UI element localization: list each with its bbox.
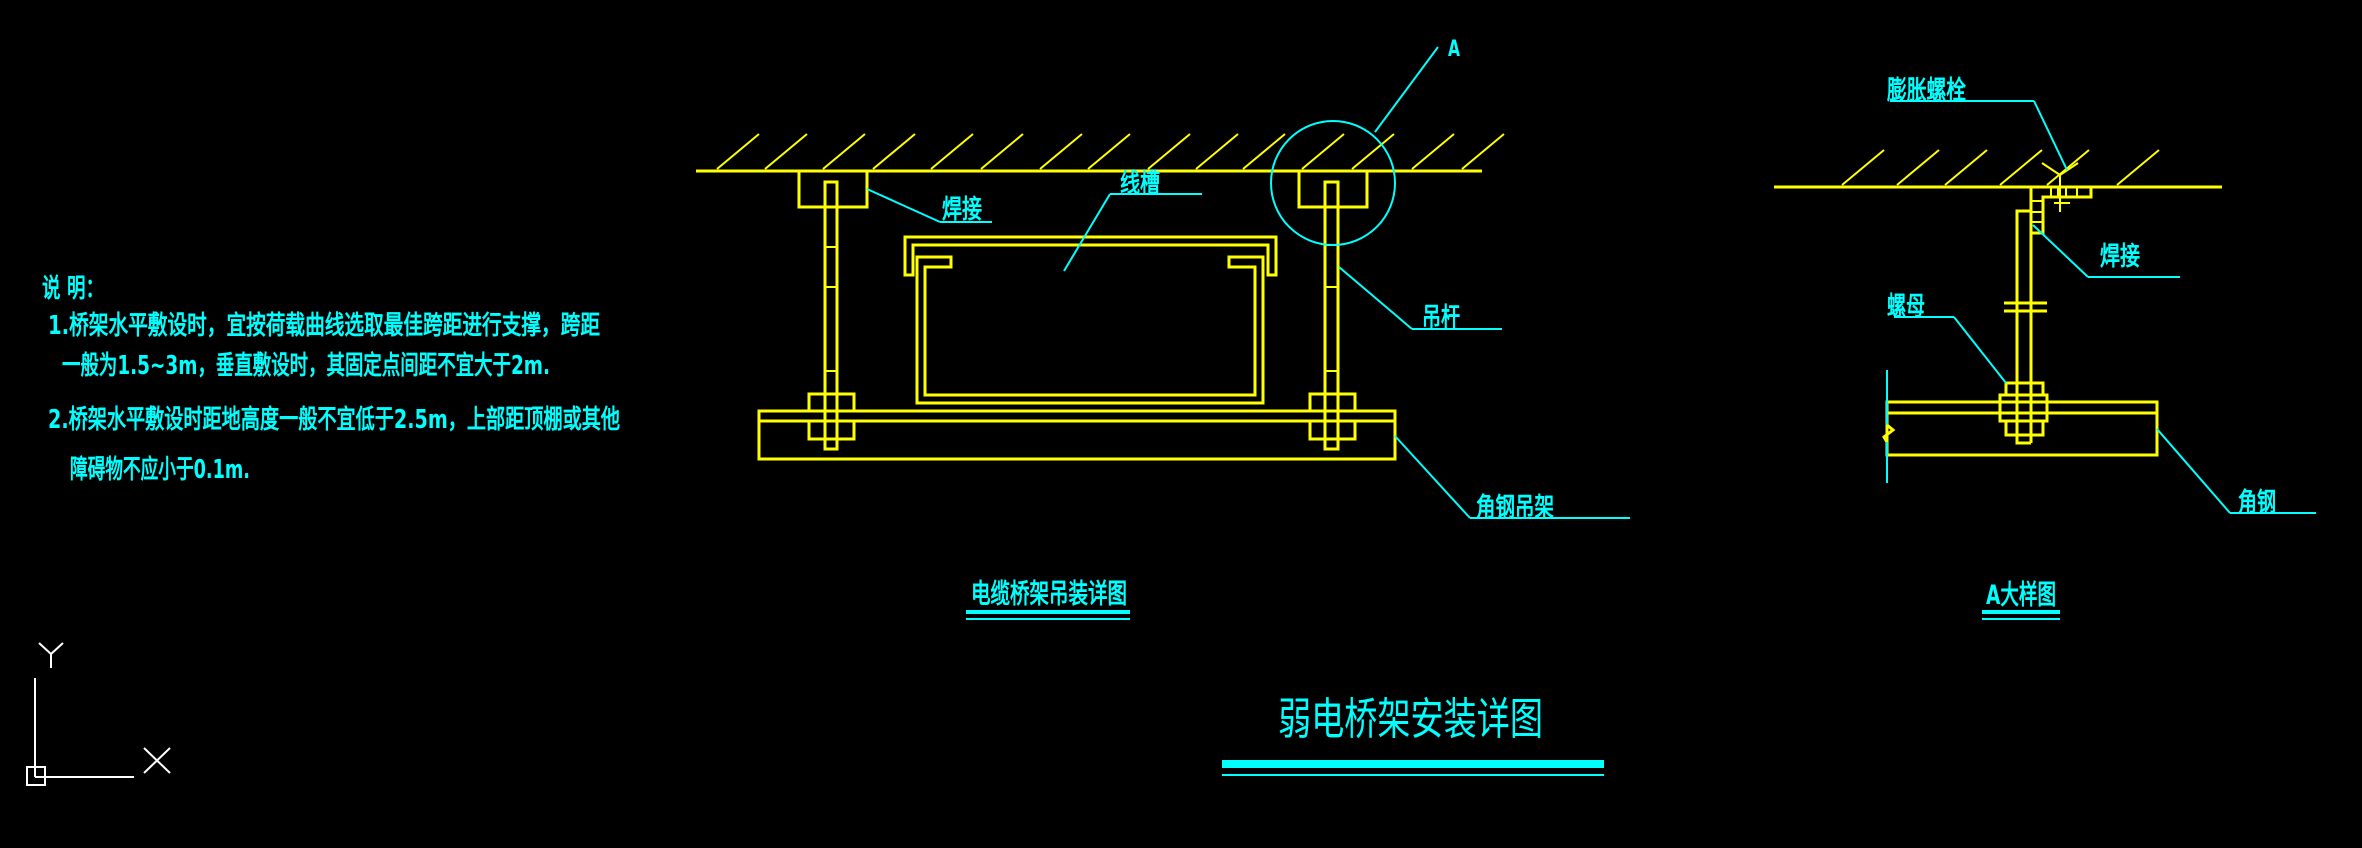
notes-line-3: 2.桥架水平敷设时距地高度一般不宜低于2.5m，上部距顶棚或其他 <box>48 404 620 435</box>
notes-block: 说 明： 1.桥架水平敷设时，宜按荷载曲线选取最佳跨距进行支撑，跨距 一般为1.… <box>42 274 620 485</box>
main-view-title-underline-thin <box>966 618 1130 620</box>
hatch-stroke <box>1461 133 1505 170</box>
right-hanger-rod <box>1323 180 1340 451</box>
ucs-origin-box <box>26 766 46 786</box>
expansion-bolt <box>2041 162 2079 212</box>
ucs-y-glyph <box>38 642 52 655</box>
detail-a-marker[interactable]: A <box>1448 37 1460 62</box>
cable-tray-body <box>915 255 1265 405</box>
hatch-stroke <box>1351 133 1395 170</box>
detail-view-title-underline-thin <box>1982 618 2060 620</box>
left-lower-nut <box>807 419 856 441</box>
hatch-stroke <box>764 133 808 170</box>
drawing-main-title: 弱电桥架安装详图 <box>1278 694 1543 745</box>
drawing-title-block: 弱电桥架安装详图 <box>1222 694 1604 776</box>
bracket-outline <box>757 409 1397 461</box>
weld-label: 焊接 <box>942 195 982 225</box>
right-upper-nut <box>1308 392 1357 413</box>
detail-angle-steel <box>1885 400 2159 457</box>
hatch-stroke <box>1896 149 1940 186</box>
angle-steel-label: 角钢 <box>2238 487 2276 518</box>
angle-steel-leader <box>2156 428 2231 514</box>
right-hanger-assembly <box>1297 169 1369 451</box>
ucs-icon[interactable]: Y X <box>26 642 171 786</box>
ucs-x-label: X <box>143 747 171 774</box>
detail-hanger-rod <box>2015 209 2031 445</box>
ucs-y-glyph <box>50 642 64 655</box>
detail-a-callout-circle[interactable] <box>1270 120 1396 246</box>
right-ceiling-plate <box>1297 169 1369 209</box>
ceiling-slab <box>696 133 1505 173</box>
hatch-stroke <box>716 133 760 170</box>
detail-lower-nut <box>2004 419 2045 437</box>
hatch-stroke <box>1944 149 1988 186</box>
nut-label: 螺母 <box>1887 292 1925 322</box>
hatch-stroke <box>1841 149 1885 186</box>
left-hanger-rod <box>823 180 839 451</box>
hatch-stroke <box>822 133 866 170</box>
ucs-y-label: Y <box>38 642 64 668</box>
hatch-stroke <box>1242 133 1286 170</box>
expansion-bolt-leader <box>2033 100 2068 171</box>
hatch-stroke <box>1301 133 1345 170</box>
main-title-underline-thin <box>1222 774 1604 776</box>
main-view-title: 电缆桥架吊装详图 <box>971 578 1127 610</box>
hatch-stroke <box>930 133 974 170</box>
angle-steel-bracket <box>757 409 1397 461</box>
left-upper-nut <box>807 392 856 413</box>
hanger-rod-label: 吊杆 <box>1422 303 1460 333</box>
detail-weld-label: 焊接 <box>2100 242 2140 272</box>
hatch-stroke <box>2116 149 2160 186</box>
notes-heading: 说 明： <box>42 274 104 304</box>
main-view-title-underline-thick <box>966 610 1130 614</box>
hatch-stroke <box>2046 149 2090 186</box>
ucs-x-glyph <box>143 747 171 774</box>
tray-cover <box>903 235 1278 277</box>
weld-leader <box>866 188 941 223</box>
left-hanger-assembly <box>797 169 869 451</box>
angle-hanger-leader <box>1394 435 1471 519</box>
ceiling-hatching <box>716 133 1505 170</box>
detail-a-leader <box>1374 46 1439 133</box>
notes-line-1: 1.桥架水平敷设时，宜按荷载曲线选取最佳跨距进行支撑，跨距 <box>48 310 600 341</box>
detail-view-title-underline-thick <box>1982 610 2060 614</box>
hanger-rod-leader <box>1338 266 1413 330</box>
detail-view-title: A大样图 <box>1986 579 2056 611</box>
hatch-stroke <box>1411 133 1455 170</box>
detail-upper-washer <box>1998 393 2049 423</box>
detail-view-a: 膨胀螺栓 焊接 螺母 角钢 A大样图 <box>1774 76 2316 620</box>
detail-upper-nut <box>2004 381 2045 397</box>
detail-ceiling-hatching <box>1841 149 2160 186</box>
main-title-underline-thick <box>1222 760 1604 768</box>
left-ceiling-plate <box>797 169 869 209</box>
main-view: A 焊接 线槽 吊杆 角钢吊架 电缆桥架吊装详图 <box>696 37 1630 620</box>
cable-tray-label: 线槽 <box>1120 169 1160 199</box>
hatch-stroke <box>1087 133 1131 170</box>
bolt-arm <box>2041 162 2061 176</box>
detail-weld-leader <box>2032 224 2089 278</box>
hatch-stroke <box>1147 133 1191 170</box>
hatch-stroke <box>872 133 916 170</box>
expansion-bolt-label: 膨胀螺栓 <box>1887 76 1966 106</box>
bolt-arm <box>2059 162 2079 176</box>
right-lower-nut <box>1308 419 1357 441</box>
hatch-stroke <box>1039 133 1083 170</box>
notes-line-2: 一般为1.5~3m，垂直敷设时，其固定点间距不宜大于2m. <box>62 350 550 381</box>
break-zigzag <box>1882 423 1896 443</box>
angle-hanger-label: 角钢吊架 <box>1476 492 1554 523</box>
notes-line-4: 障碍物不应小于0.1m. <box>70 454 250 485</box>
hatch-stroke <box>1195 133 1239 170</box>
cable-tray-leader <box>1063 193 1111 272</box>
hatch-stroke <box>1999 149 2043 186</box>
nut-leader <box>1953 316 2007 384</box>
hatch-stroke <box>980 133 1024 170</box>
